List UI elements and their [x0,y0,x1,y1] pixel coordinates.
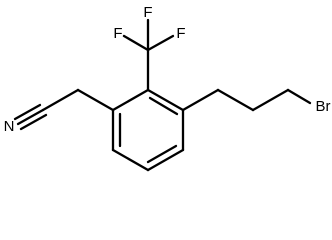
bond-propyl-c3-to-bromine [286,88,312,105]
ring-bond-top-top-right [146,88,185,112]
bond-propyl-c1-to-c2 [216,88,255,112]
ring-bond-inner-top-right [148,96,179,116]
bond-cf3-carbon-to-fluorine-left [122,34,150,52]
fluorine-left-label: F [113,25,122,42]
nitrogen-label: N [4,118,15,135]
ring-bond-bottom-right [146,148,185,172]
bond-ring-to-ch2 [76,88,115,112]
bond-ring-to-propyl-c1 [181,88,220,112]
bromine-label: Br [316,98,331,115]
ring-bond-bottom-left [111,148,150,172]
fluorine-right-label: F [176,25,185,42]
triple-bond-line-1 [16,108,45,126]
triple-bond-line-3 [19,113,48,131]
bond-cf3-carbon-to-fluorine-right [146,34,175,52]
ring-bond-top-left-top [111,88,150,112]
fluorine-top-label: F [143,4,152,21]
bond-propyl-c2-to-c3 [251,88,290,112]
chemical-structure-diagram: F F F N Br [4,4,331,172]
bond-ch2-to-nitrile-carbon [41,88,80,112]
ring-bond-inner-bottom-right [146,144,178,164]
structure-canvas: F F F N Br [3,4,331,172]
triple-bond-line-2 [13,103,42,121]
